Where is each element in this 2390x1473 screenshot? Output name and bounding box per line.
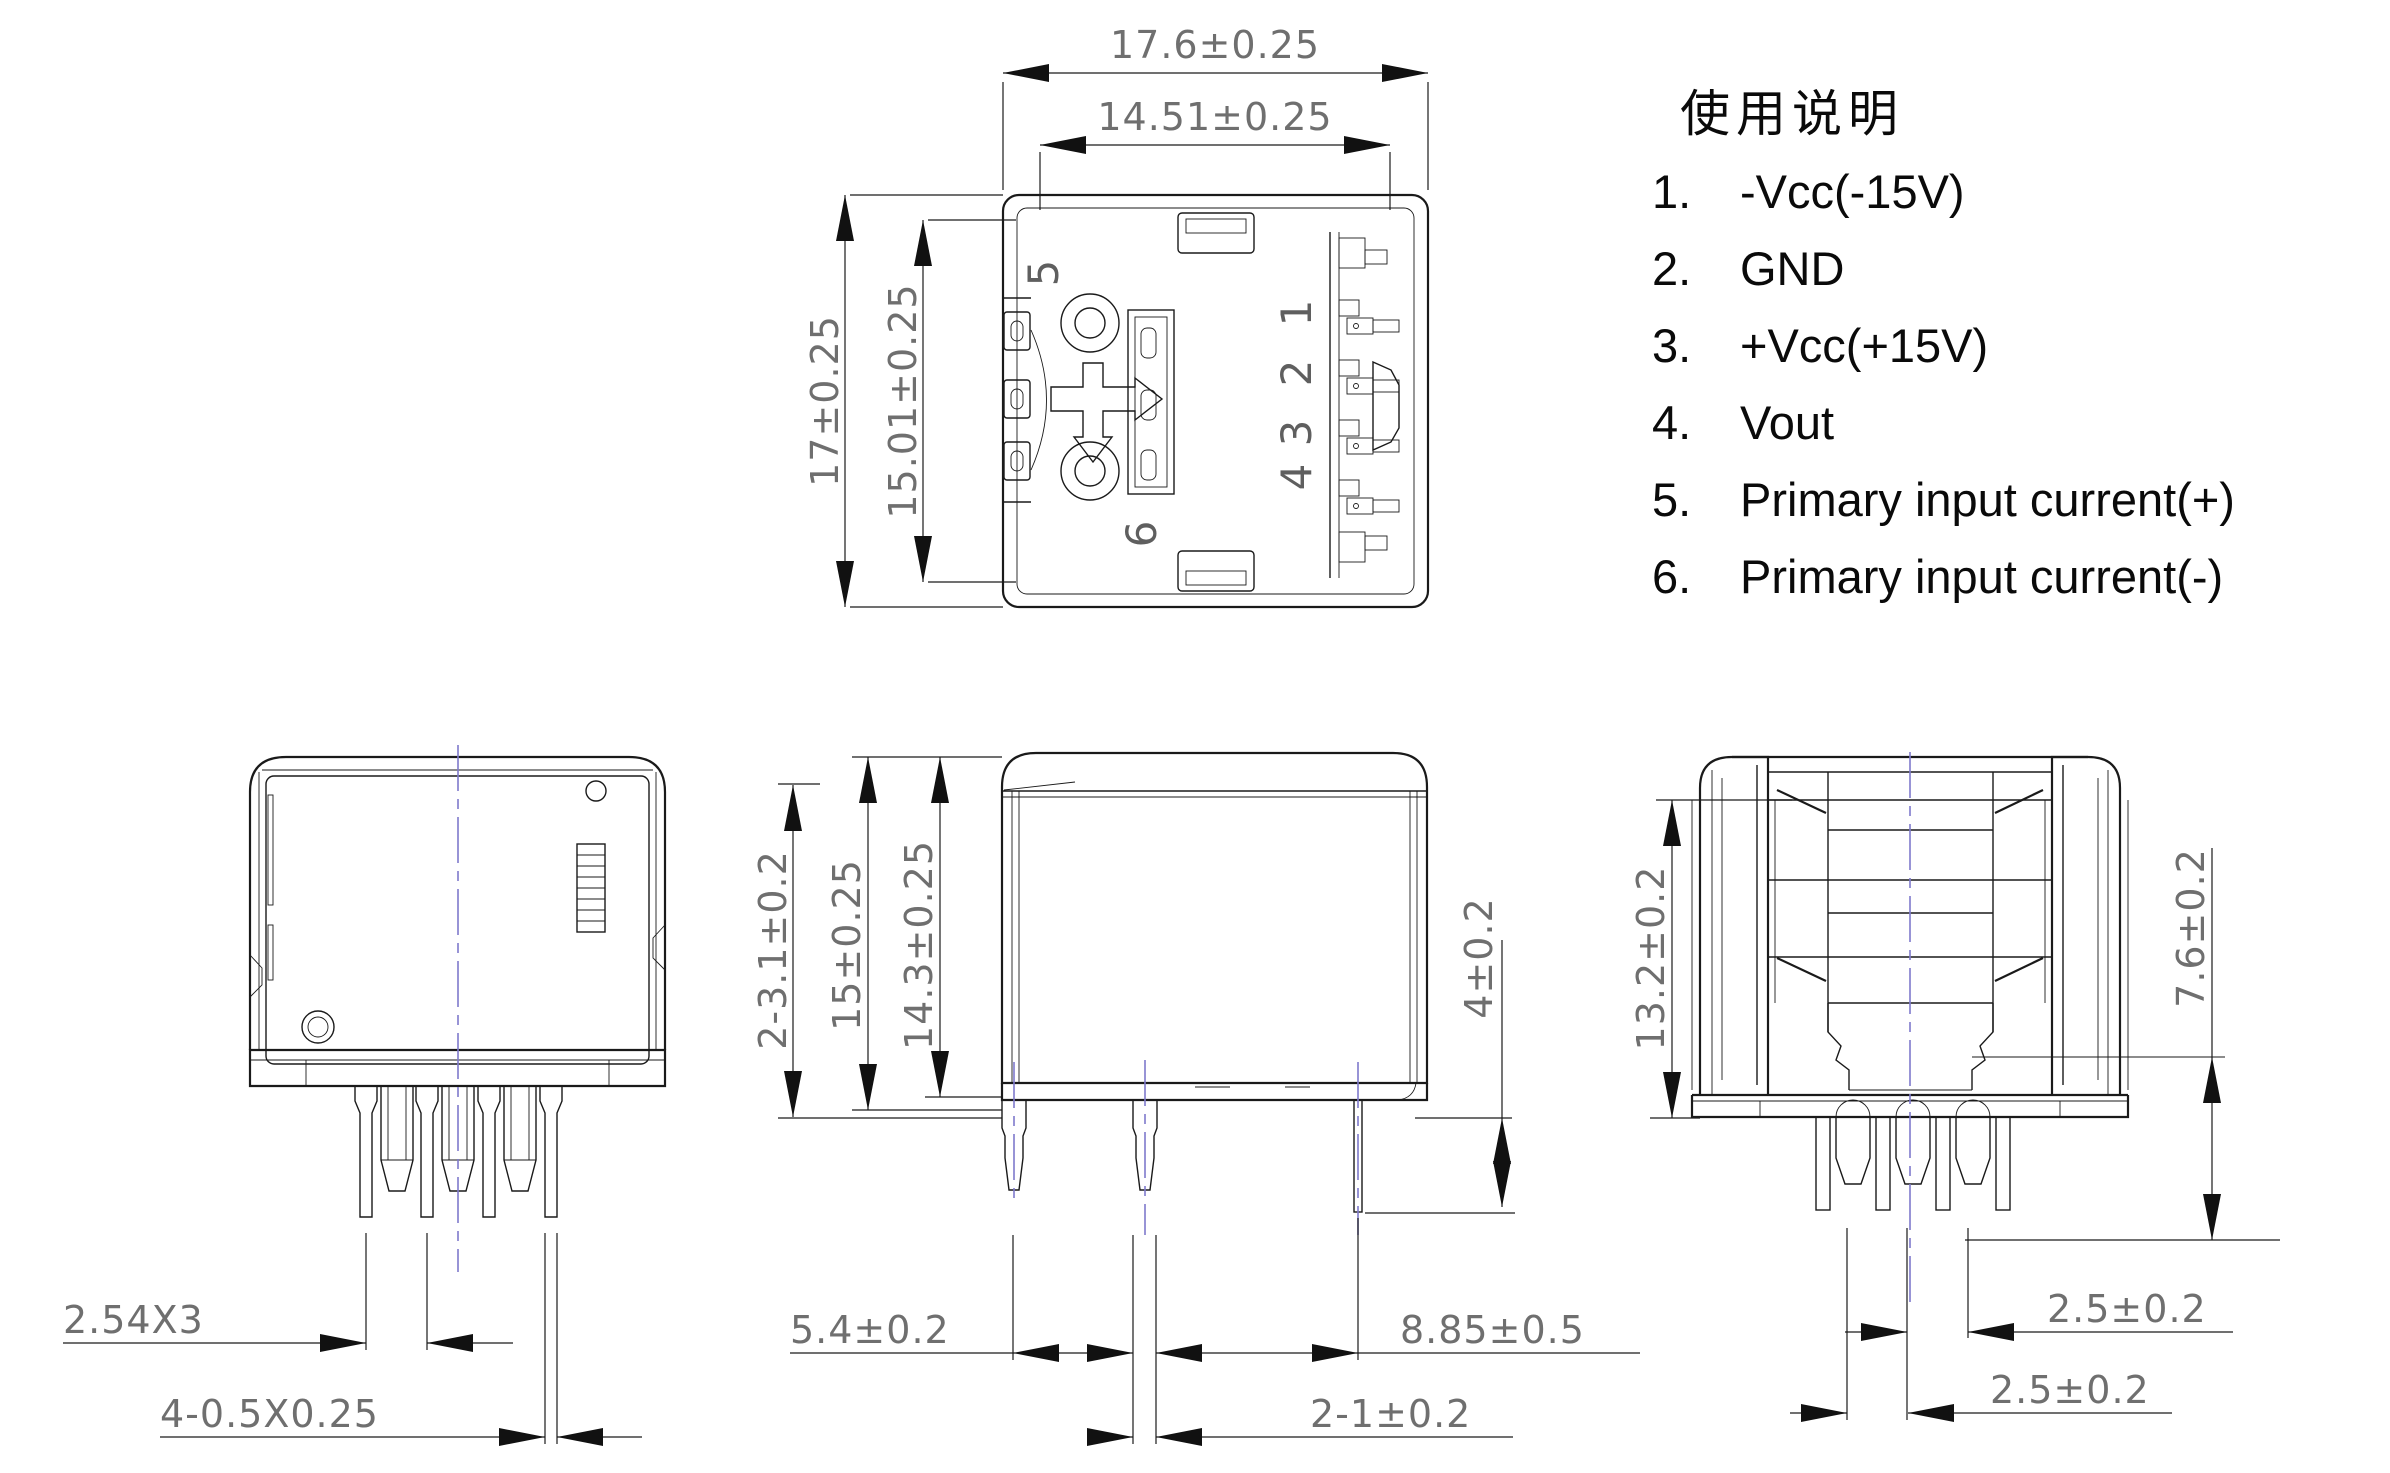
item-label: +Vcc(+15V) [1740, 319, 1989, 372]
pin-number-1: 1 [1272, 300, 1321, 327]
dim-top-overall-height: 17±0.25 [803, 315, 847, 487]
pin-number-4: 4 [1272, 464, 1321, 491]
dim-top-overall-width: 17.6±0.25 [1110, 23, 1320, 67]
dim-spacing-right: 8.85±0.5 [1400, 1308, 1585, 1352]
dim-height-case: 14.3±0.25 [897, 840, 941, 1050]
dim-spacing-left: 5.4±0.2 [790, 1308, 950, 1352]
pin-number-2: 2 [1272, 360, 1321, 387]
dim-pitch-lower: 2.5±0.2 [1990, 1368, 2150, 1412]
side-view-pins [1815, 1099, 2011, 1211]
item-label: GND [1740, 242, 1845, 295]
pin-number-5: 5 [1019, 260, 1068, 287]
instructions-heading: 使用说明 [1680, 86, 1904, 142]
item-number: 4. [1652, 396, 1692, 449]
pin-number-3: 3 [1272, 420, 1321, 447]
side-view [1690, 752, 2225, 1310]
dim-side-height: 13.2±0.2 [1629, 866, 1673, 1051]
item-number: 1. [1652, 165, 1692, 218]
item-label: -Vcc(-15V) [1740, 165, 1965, 218]
dim-top-inner-height: 15.01±0.25 [881, 283, 925, 518]
front-view [1000, 751, 1429, 1235]
left-view-thin-pins [354, 1085, 563, 1218]
front-view-pins [1001, 1099, 1363, 1213]
pin-number-6: 6 [1117, 521, 1166, 548]
dim-pin-section: 4-0.5X0.25 [160, 1392, 379, 1436]
usage-instructions: 使用说明 1. -Vcc(-15V) 2. GND 3. +Vcc(+15V) … [1652, 74, 2235, 626]
top-view-dimensions: 17.6±0.25 14.51±0.25 17±0.25 15.01±0.25 [803, 23, 1429, 608]
top-view: 5 6 1 2 3 4 [1001, 193, 1430, 609]
dim-pin-depth: 7.6±0.2 [2169, 848, 2213, 1008]
dim-standoff: 4±0.2 [1457, 897, 1501, 1018]
instruction-item-6: 6. Primary input current(-) [1652, 549, 2235, 626]
dim-top-inner-width: 14.51±0.25 [1097, 95, 1332, 139]
left-view-dimensions: 2.54X3 4-0.5X0.25 [63, 1233, 642, 1446]
side-view-dimensions: 13.2±0.2 7.6±0.2 2.5±0.2 2.5±0.2 [1629, 799, 2280, 1422]
instruction-item-5: 5. Primary input current(+) [1652, 472, 2235, 549]
item-number: 6. [1652, 550, 1692, 603]
instruction-item-1: 1. -Vcc(-15V) [1652, 164, 2235, 241]
instruction-item-4: 4. Vout [1652, 395, 2235, 472]
item-number: 2. [1652, 242, 1692, 295]
dim-pin-pitch: 2.54X3 [63, 1298, 204, 1342]
item-number: 5. [1652, 473, 1692, 526]
item-number: 3. [1652, 319, 1692, 372]
dim-height-outer: 15±0.25 [825, 859, 869, 1031]
item-label: Primary input current(+) [1740, 473, 2235, 526]
dim-pin-width: 2-1±0.2 [1310, 1392, 1471, 1436]
left-view [248, 745, 667, 1272]
instruction-item-2: 2. GND [1652, 241, 2235, 318]
dim-holes: 2-3.1±0.2 [751, 850, 795, 1050]
item-label: Primary input current(-) [1740, 550, 2224, 603]
dim-pitch-upper: 2.5±0.2 [2047, 1287, 2207, 1331]
front-view-dimensions: 2-3.1±0.2 15±0.25 14.3±0.25 4±0.2 5.4±0.… [751, 756, 1640, 1446]
item-label: Vout [1740, 396, 1835, 449]
vent-grill [576, 843, 606, 933]
instruction-item-3: 3. +Vcc(+15V) [1652, 318, 2235, 395]
